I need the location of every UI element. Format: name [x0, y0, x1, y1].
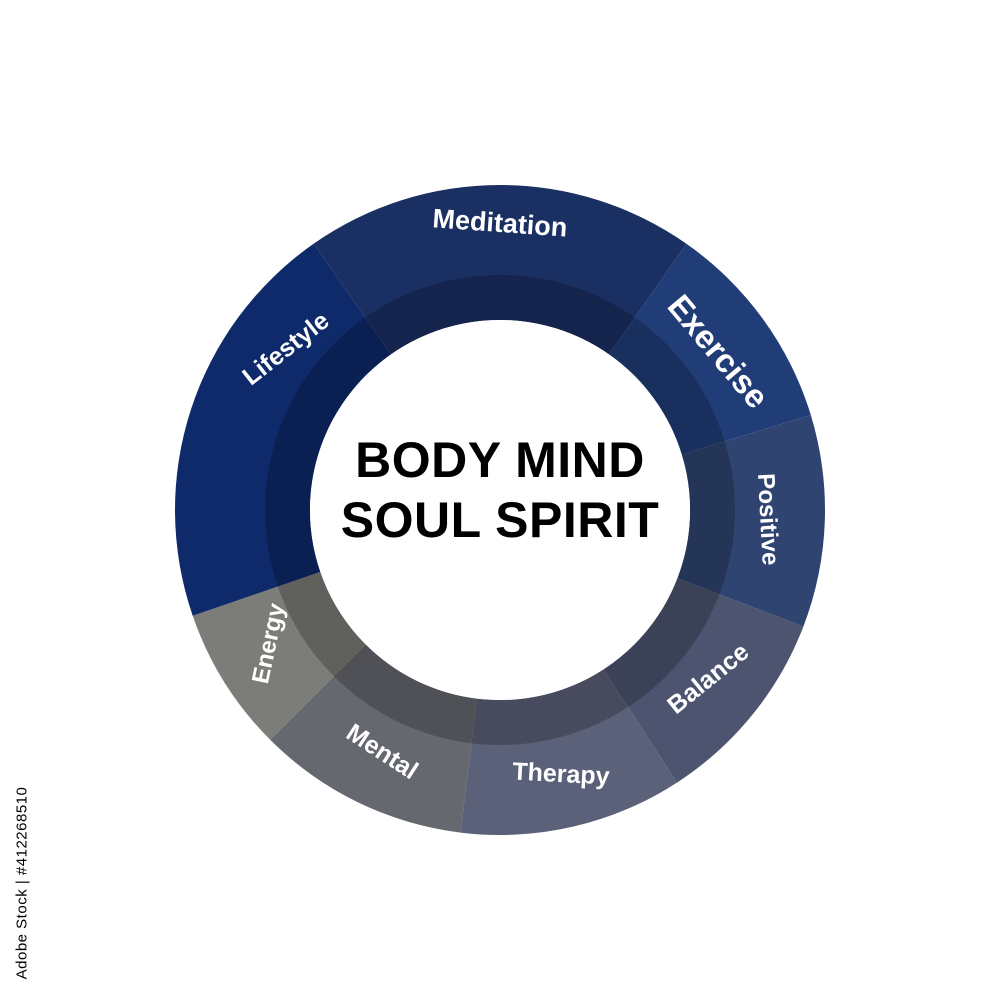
- segment-balance: [603, 578, 804, 783]
- segment-label-positive: Positive: [752, 473, 784, 566]
- segment-meditation: [313, 185, 687, 355]
- stock-id-text: Adobe Stock | #412268510: [13, 786, 31, 980]
- center-title: BODY MIND SOUL SPIRIT: [300, 430, 700, 550]
- segment-exercise: [608, 243, 811, 455]
- segment-therapy: [460, 669, 678, 835]
- inner-shade-ring: [265, 275, 735, 745]
- center-title-line-1: BODY MIND: [355, 432, 645, 488]
- segment-lifestyle: [175, 243, 392, 616]
- segment-positive: [677, 414, 825, 627]
- segment-energy: [192, 571, 366, 740]
- segment-mental: [270, 644, 477, 833]
- segment-label-therapy: Therapy: [512, 758, 611, 791]
- stock-id-watermark: Adobe Stock | #412268510: [8, 768, 36, 998]
- center-disc: [310, 320, 690, 700]
- center-title-line-2: SOUL SPIRIT: [340, 492, 660, 548]
